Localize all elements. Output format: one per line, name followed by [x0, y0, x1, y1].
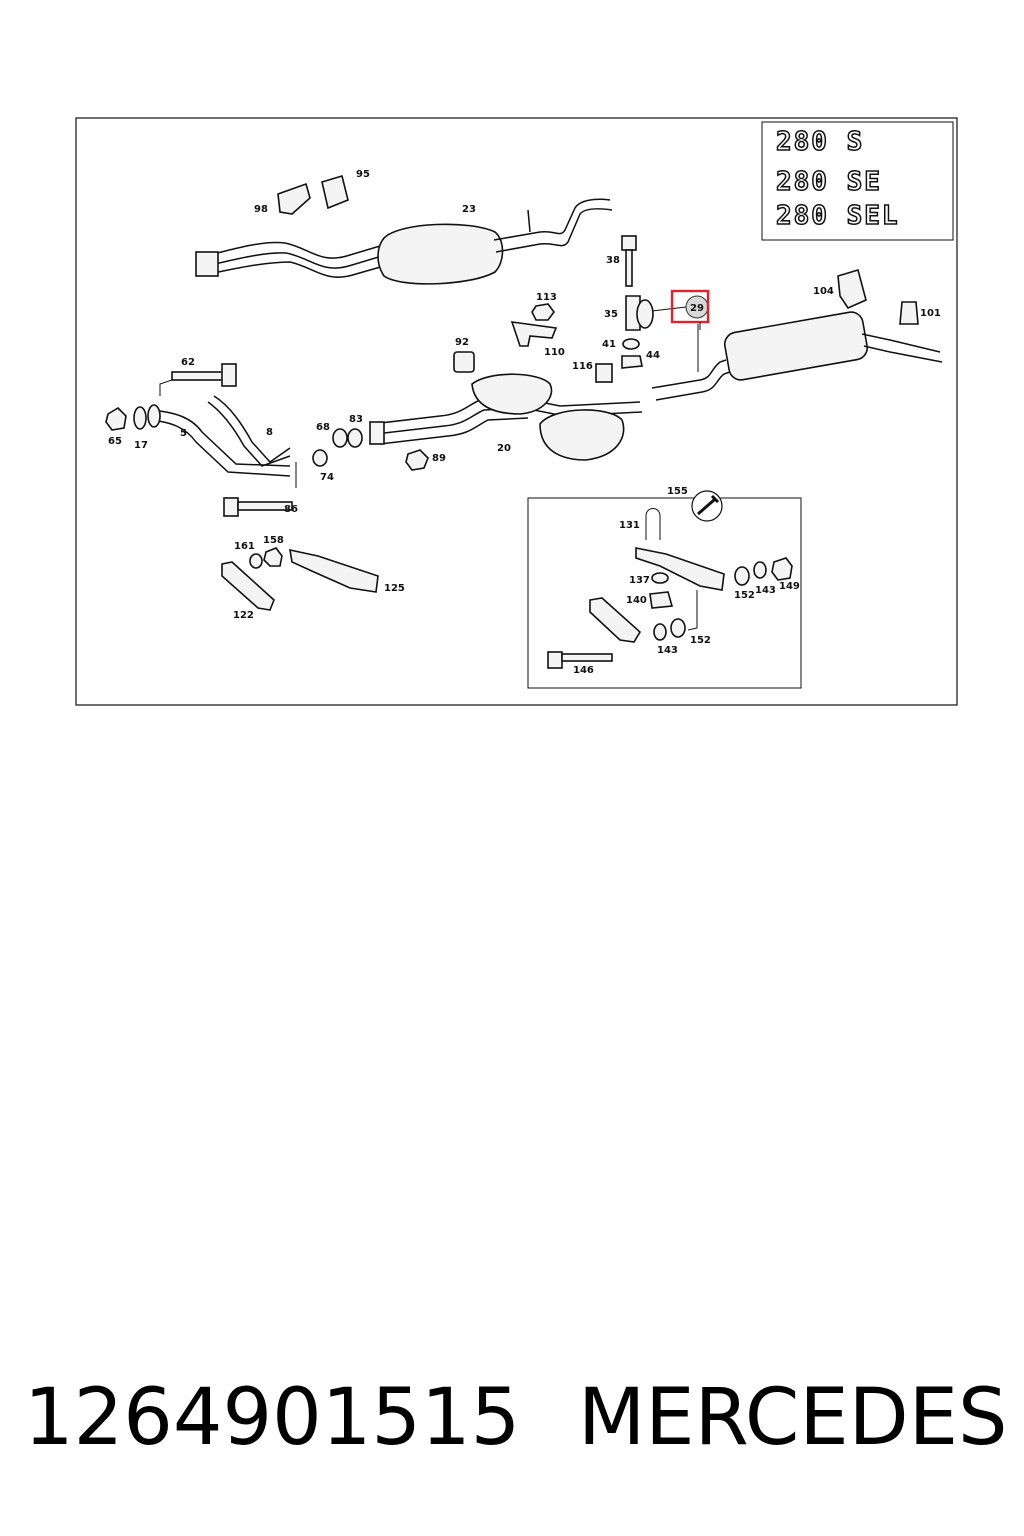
bolt-86 — [223, 497, 293, 517]
nut-149 — [771, 557, 793, 581]
clamp-35 — [625, 295, 641, 331]
callout-152a: 152 — [734, 590, 755, 601]
ring-83 — [347, 428, 363, 448]
bracket-lower-inset — [589, 597, 642, 643]
middle-exhaust-assembly — [369, 373, 643, 461]
badge-280sel: 280 SEL — [776, 201, 900, 231]
hanger-104 — [837, 268, 867, 310]
bushing-101 — [899, 301, 919, 325]
bushing-152b — [670, 618, 686, 638]
callout-5: 5 — [180, 428, 187, 439]
bracket-upper-inset — [635, 547, 725, 591]
callout-62: 62 — [181, 357, 195, 368]
callout-149: 149 — [779, 581, 800, 592]
part-number: 1264901515 — [24, 1373, 521, 1463]
callout-104: 104 — [813, 286, 834, 297]
callout-131: 131 — [619, 520, 640, 531]
leader-lines — [159, 322, 701, 631]
bracket-122 — [221, 561, 275, 611]
nut-140 — [649, 591, 674, 609]
callout-44: 44 — [646, 350, 660, 361]
callout-158: 158 — [263, 535, 284, 546]
rear-muffler-body — [723, 311, 869, 381]
callout-143b: 143 — [657, 645, 678, 656]
callout-140: 140 — [626, 595, 647, 606]
nut-158 — [263, 547, 283, 567]
callout-95: 95 — [356, 169, 370, 180]
callout-17: 17 — [134, 440, 148, 451]
callout-20: 20 — [497, 443, 511, 454]
badge-280se: 280 SE — [776, 167, 882, 197]
callout-83: 83 — [349, 414, 363, 425]
washer-35 — [636, 299, 654, 329]
bushing-152a — [734, 566, 750, 586]
bracket-110 — [510, 321, 558, 347]
inset-parts-box — [527, 490, 802, 689]
nut-89 — [405, 449, 429, 471]
callout-86: 86 — [284, 504, 298, 515]
callout-74: 74 — [320, 472, 334, 483]
u-bolt-131 — [645, 508, 661, 540]
callout-89: 89 — [432, 453, 446, 464]
bracket-125 — [289, 548, 379, 593]
nut-113 — [531, 303, 555, 321]
callout-29: 29 — [690, 303, 704, 314]
callout-65: 65 — [108, 436, 122, 447]
ring-68 — [332, 428, 348, 448]
washer-143b — [653, 623, 667, 641]
model-badges: 280 S 280 SE 280 SEL — [761, 121, 954, 241]
washer-161 — [249, 553, 263, 569]
callout-116: 116 — [572, 361, 593, 372]
nut-65 — [105, 406, 127, 431]
rear-muffler-assembly — [651, 311, 943, 401]
callout-137: 137 — [629, 575, 650, 586]
callout-146: 146 — [573, 665, 594, 676]
callout-68: 68 — [316, 422, 330, 433]
gasket-17 — [133, 406, 147, 430]
callout-152b: 152 — [690, 635, 711, 646]
middle-muffler-lower — [539, 409, 625, 461]
callout-101: 101 — [920, 308, 941, 319]
mount-92 — [453, 351, 475, 373]
hanger-95 — [321, 174, 349, 210]
middle-muffler-upper — [471, 373, 553, 415]
gasket-74 — [312, 449, 328, 467]
callout-161: 161 — [234, 541, 255, 552]
hanger-98 — [277, 182, 311, 215]
callout-92: 92 — [455, 337, 469, 348]
callout-122: 122 — [233, 610, 254, 621]
callout-23: 23 — [462, 204, 476, 215]
callout-113: 113 — [536, 292, 557, 303]
front-muffler-body — [377, 223, 504, 285]
callout-155: 155 — [667, 486, 688, 497]
callout-143a: 143 — [755, 585, 776, 596]
washer-143a — [753, 561, 767, 579]
nut-44 — [621, 355, 643, 369]
bolt-62 — [171, 363, 237, 387]
washer-41 — [622, 338, 640, 350]
callout-35: 35 — [604, 309, 618, 320]
caption: 1264901515 MERCEDES — [0, 1368, 1024, 1478]
washer-137 — [651, 572, 669, 584]
front-flange — [195, 251, 219, 277]
highlighted-part-29[interactable]: 29 — [651, 289, 710, 324]
bolt-38 — [621, 235, 637, 287]
badge-280s: 280 S — [776, 127, 864, 157]
callout-110: 110 — [544, 347, 565, 358]
mount-116 — [595, 363, 613, 383]
bolt-146 — [547, 651, 613, 669]
front-exhaust-assembly — [195, 198, 613, 285]
highlight-box — [670, 289, 710, 324]
brand-name: MERCEDES — [578, 1373, 1008, 1463]
exhaust-system-diagram: 280 S 280 SE 280 SEL 29 — [75, 117, 958, 706]
callout-8: 8 — [266, 427, 273, 438]
callout-125: 125 — [384, 583, 405, 594]
callout-98: 98 — [254, 204, 268, 215]
callout-38: 38 — [606, 255, 620, 266]
callout-labels: 95 98 23 38 113 35 110 41 44 116 92 104 … — [108, 169, 941, 676]
gasket-5 — [147, 404, 161, 428]
callout-41: 41 — [602, 339, 616, 350]
